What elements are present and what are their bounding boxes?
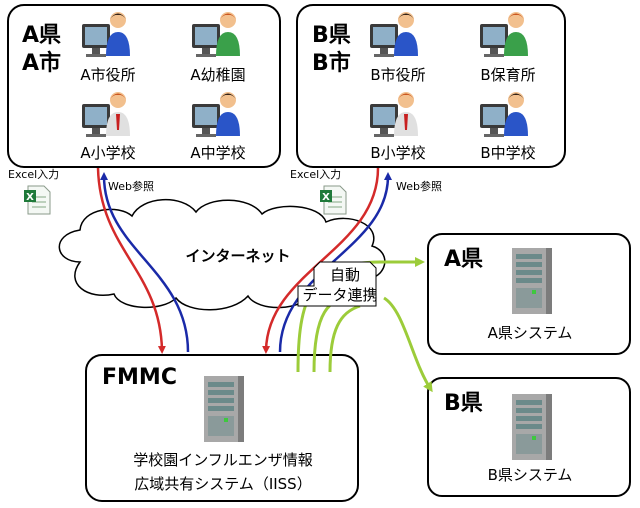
excel-input-arrow bbox=[262, 167, 380, 354]
facility-b-city-office: B市役所 bbox=[370, 66, 425, 84]
pref-b-title: B県 bbox=[444, 391, 483, 416]
region-b-city: B市 bbox=[312, 50, 351, 76]
web-reference-arrow bbox=[100, 172, 190, 353]
internet-label: インターネット bbox=[185, 247, 290, 265]
internet-cloud bbox=[58, 199, 386, 311]
facility-b-elementary: B小学校 bbox=[370, 144, 425, 162]
auto-link-arrow bbox=[383, 296, 433, 393]
web-reference-arrow bbox=[278, 172, 392, 353]
server-icon bbox=[512, 394, 552, 460]
facility-b-junior-high: B中学校 bbox=[480, 144, 535, 162]
excel-input-arrow bbox=[96, 167, 166, 354]
auto-link-line2: データ連携 bbox=[302, 286, 377, 304]
pref-a-title: A県 bbox=[444, 247, 483, 272]
pref-b-system-label: B県システム bbox=[488, 466, 573, 484]
fmmc-system-line1: 学校園インフルエンザ情報 bbox=[133, 451, 313, 469]
excel-input-label-a: Excel入力 bbox=[8, 168, 59, 181]
facility-a-kindergarten: A幼稚園 bbox=[190, 66, 245, 84]
excel-input-label-b: Excel入力 bbox=[290, 168, 341, 181]
fmmc-title: FMMC bbox=[102, 365, 177, 390]
auto-link-line bbox=[328, 304, 361, 373]
server-icon bbox=[204, 376, 244, 442]
pref-a-system-label: A県システム bbox=[488, 324, 573, 342]
excel-file-icon bbox=[319, 185, 347, 215]
web-reference-label-b: Web参照 bbox=[396, 179, 442, 193]
region-b-pref: B県 bbox=[312, 23, 351, 48]
facility-a-elementary: A小学校 bbox=[80, 144, 135, 162]
facility-a-junior-high: A中学校 bbox=[190, 144, 245, 162]
auto-link-line1: 自動 bbox=[330, 266, 360, 284]
server-icon bbox=[512, 248, 552, 314]
facility-a-city-office: A市役所 bbox=[80, 66, 135, 84]
auto-link-badge bbox=[297, 261, 377, 307]
excel-file-icon bbox=[23, 185, 51, 215]
region-a-city: A市 bbox=[22, 50, 61, 76]
fmmc-system-line2: 広域共有システム（IISS） bbox=[134, 475, 311, 493]
web-reference-label-a: Web参照 bbox=[108, 179, 154, 193]
region-a-pref: A県 bbox=[22, 23, 61, 48]
facility-b-nursery: B保育所 bbox=[480, 66, 535, 84]
